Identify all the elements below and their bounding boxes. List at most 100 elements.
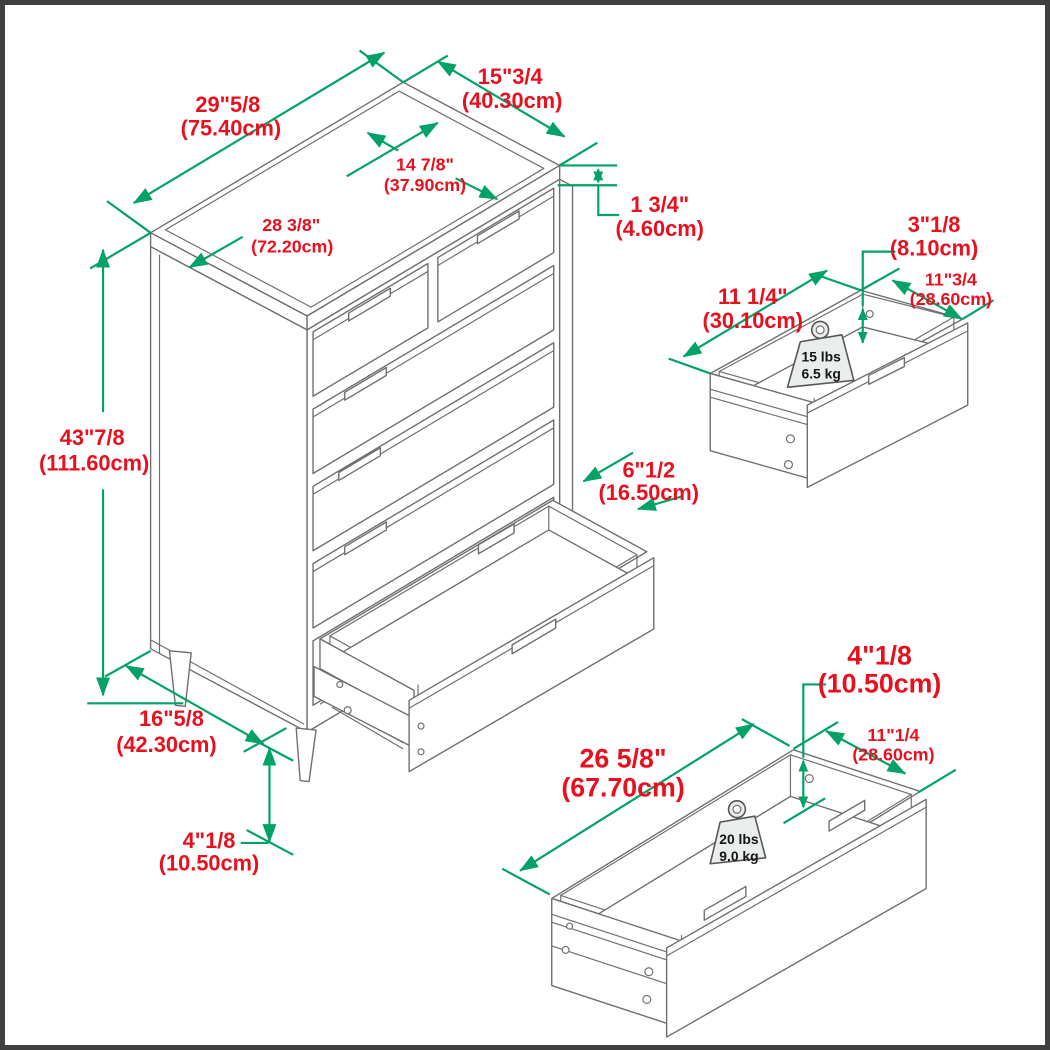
extension-tick [741,718,790,747]
dim-inner-width-in: 28 3/8" [262,215,320,235]
dim-leg-height-cm: (10.50cm) [159,851,260,876]
dim-top-depth-in: 15"3/4 [478,64,543,89]
drawer-front-top-left [312,262,429,397]
extension-tick [792,721,839,750]
extension-tick [668,357,711,375]
weight-ring-inner [815,325,825,335]
dim-line-top-depth [436,60,566,138]
drawer-front-3 [312,342,555,552]
dim-line-sd-depth [891,279,963,320]
dim-arrow-front-height [582,451,634,483]
cam-hole [865,309,874,319]
slide-rail-line [710,388,813,419]
dim-top-depth-cm: (40.30cm) [462,88,562,113]
rim-slide-notch [828,799,866,832]
drawer-handle [338,447,382,482]
extension-tick [246,735,294,762]
drawer-handle [703,885,747,921]
drawer-slide-rail [331,706,404,750]
drawer-handle [348,287,391,322]
weight-lbs-label: 20 lbs [719,831,759,847]
weight-kg-label: 9.0 kg [719,848,758,864]
dim-line-ld-depth [825,730,907,775]
dim-top-thickness-in: 1 3/4" [630,192,689,217]
screw-hole [783,460,794,470]
extension-tick [246,829,294,856]
drawer-front-top-right [437,187,555,323]
dim-sd-width-in: 11 1/4" [718,284,788,309]
dim-drawer-front-height-cm: (16.50cm) [599,480,700,505]
dim-line-top-width [132,51,386,205]
dim-drawer-front-height-in: 6"1/2 [622,457,675,482]
dim-sd-side-height-in: 3"1/8 [908,212,961,237]
screw-hole [561,945,570,954]
pulled-out-drawer [313,499,655,773]
dim-line-ld-width [519,723,755,872]
extension-tick [917,768,957,794]
dim-top-width-cm: (75.40cm) [181,116,282,141]
dim-ld-height-in: 4"1/8 [847,641,912,671]
extension-tick [962,299,995,320]
extension-tick [106,200,152,234]
screw-hole [642,994,652,1004]
dim-top-width-in: 29"5/8 [195,92,260,117]
dim-sd-side-height-cm: (8.10cm) [890,236,978,261]
leg-back-left [168,650,192,707]
dim-leg-height-in: 4"1/8 [183,828,236,853]
screw-hole [343,706,352,715]
dim-ld-height-cm: (10.50cm) [818,668,941,698]
rim-slide-notch [477,523,515,555]
extension-tick [860,267,900,292]
drawer-face-panel [806,322,969,489]
drawer-face-panel [408,556,655,773]
extension-tick [817,274,862,292]
dim-arrow-inner-width [346,121,439,178]
leg-front-left [295,727,317,783]
drawer-handle [868,356,906,386]
extension-tick [89,231,152,270]
slide-rail-line [551,921,679,965]
dresser-dimension-diagram: 15 lbs 6.5 kg 20 lbs 9.0 kg [39,49,995,1038]
drawer-handle [344,521,388,556]
dim-arrow-inner-depth [455,177,499,201]
extension-tick [501,867,551,896]
drawer-handle [476,210,520,245]
dim-inner-depth-cm: (37.90cm) [384,175,466,195]
screw-hole [417,722,425,730]
screw-hole [417,748,425,756]
dim-arrow-inner-depth [366,131,399,152]
dim-arrow-inner-width [188,235,244,269]
leader-line [802,683,827,758]
screw-hole [336,680,344,689]
drawer-front-4 [312,419,555,629]
screw-hole [566,922,574,930]
leader-line [597,185,620,217]
extension-tick [402,54,449,84]
weight-lbs-label: 15 lbs [802,349,842,365]
dim-sd-depth-cm: (28.60cm) [910,289,992,309]
dim-base-depth-in: 16"5/8 [139,706,204,731]
dim-ld-depth-cm: (28.60cm) [852,745,934,765]
extension-tick [243,727,287,753]
dim-inner-depth-in: 14 7/8" [396,154,454,174]
drawer-front-2 [312,264,555,475]
dimension-labels: 29"5/8 (75.40cm) 15"3/4 (40.30cm) 14 7/8… [39,64,992,875]
drawer-handle [344,366,388,401]
screw-hole [785,434,796,444]
dim-inner-width-cm: (72.20cm) [251,237,333,257]
dim-arrow-front-height [636,495,683,511]
dim-ld-width-in: 26 5/8" [580,744,667,774]
weight-ring-inner [732,804,742,814]
extension-tick [782,797,826,825]
cam-hole [804,774,814,784]
extension-tick [559,141,598,167]
slide-rail-line [551,913,679,957]
dim-height-cm: (111.60cm) [39,451,149,476]
dim-line-sd-width [682,269,828,358]
slide-rail-line [551,945,679,989]
dim-line-base-depth [124,664,265,745]
dim-top-thickness-cm: (4.60cm) [616,216,704,241]
weight-kg-label: 6.5 kg [802,365,841,381]
dim-ld-depth-in: 11"1/4 [867,725,919,745]
